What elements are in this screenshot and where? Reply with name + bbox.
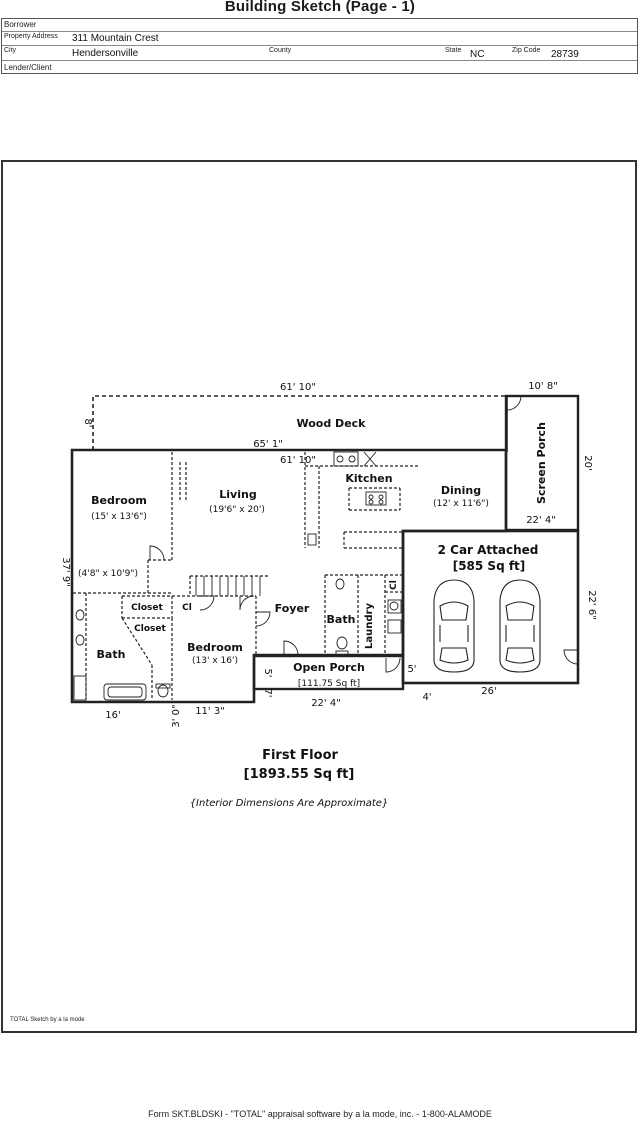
label-garage-line2: [585 Sq ft]: [453, 559, 526, 573]
address-row: Property Address 311 Mountain Crest: [2, 31, 637, 46]
dim-garage-left-5: 5': [407, 664, 416, 675]
label-closet-upper: Closet: [131, 603, 163, 613]
sketch-software-credit: TOTAL Sketch by a la mode: [10, 1017, 85, 1023]
label-living: Living: [219, 488, 256, 501]
dim-porch-left-7: 7': [262, 688, 273, 697]
label-dining: Dining: [441, 484, 481, 497]
borrower-label: Borrower: [4, 20, 37, 29]
dim-garage-right: 22' 6": [586, 590, 597, 620]
floor-area: [1893.55 Sq ft]: [244, 767, 355, 782]
city-value: Hendersonville: [72, 48, 139, 59]
address-label: Property Address: [4, 33, 58, 40]
dim-porch-left-5: 5': [262, 668, 273, 677]
label-bedroom-1-dim: (15' x 13'6"): [91, 512, 147, 522]
dim-inner-61: 61' 10": [280, 455, 316, 466]
label-bedroom-2: Bedroom: [187, 641, 243, 654]
zip-value: 28739: [551, 49, 579, 60]
interior-dim-note: {Interior Dimensions Are Approximate}: [190, 798, 389, 809]
dim-deck-left: 8': [82, 418, 93, 427]
label-bath-left: Bath: [97, 648, 126, 661]
dim-inner-65: 65' 1": [253, 439, 283, 450]
floor-label: First Floor: [262, 748, 338, 763]
label-foyer: Foyer: [275, 602, 310, 615]
stairs: [195, 576, 261, 596]
state-label: State: [445, 47, 462, 54]
dim-garage-step: 4': [422, 692, 431, 703]
label-wood-deck: Wood Deck: [297, 417, 367, 430]
label-open-porch: Open Porch: [293, 661, 365, 674]
dim-porch-top: 10' 8": [528, 381, 558, 392]
dim-bottom-113: 11' 3": [195, 706, 225, 717]
dim-bottom-3: 3' 0": [171, 704, 182, 727]
fixtures: [73, 451, 402, 701]
label-bath-center: Bath: [327, 613, 356, 626]
label-cl-upper: Cl: [182, 603, 192, 613]
lender-row: Lender/Client: [2, 60, 637, 74]
wood-deck-outline: [92, 395, 507, 450]
form-footer: Form SKT.BLDSKI - "TOTAL" appraisal soft…: [148, 1109, 492, 1119]
dim-garage-bottom: 26': [481, 686, 496, 697]
label-kitchen: Kitchen: [345, 472, 392, 485]
property-info-header: Borrower Property Address 311 Mountain C…: [1, 18, 638, 74]
label-garage-line1: 2 Car Attached: [438, 543, 539, 557]
open-porch-outline: [252, 654, 405, 691]
dim-bottom-16: 16': [105, 710, 120, 721]
sketch-frame: [1, 160, 637, 1033]
dim-left-side: 37' 9": [60, 557, 71, 587]
label-small-dim: (4'8" x 10'9"): [78, 569, 138, 579]
page-title: Building Sketch (Page - 1): [224, 0, 416, 15]
borrower-row: Borrower: [2, 19, 637, 32]
label-cl-laundry: Cl: [389, 580, 399, 590]
zip-label: Zip Code: [512, 47, 541, 54]
label-bedroom-2-dim: (13' x 16'): [192, 656, 238, 666]
label-dining-dim: (12' x 11'6"): [433, 499, 489, 509]
address-value: 311 Mountain Crest: [72, 33, 159, 44]
dim-porch-bottom: 22' 4": [526, 515, 556, 526]
state-value: NC: [470, 49, 485, 60]
door-swings: [149, 395, 579, 673]
dim-porch-bottom-22: 22' 4": [311, 698, 341, 709]
dim-porch-right: 20': [582, 455, 593, 470]
car-icons: [433, 579, 541, 673]
county-label: County: [269, 47, 292, 54]
city-label: City: [4, 47, 17, 54]
label-open-porch-area: [111.75 Sq ft]: [298, 679, 360, 689]
garage-outline: [401, 529, 580, 685]
lender-label: Lender/Client: [4, 63, 52, 72]
label-living-dim: (19'6" x 20'): [209, 505, 265, 515]
label-laundry: Laundry: [364, 603, 375, 649]
label-bedroom-1: Bedroom: [91, 494, 147, 507]
label-screen-porch: Screen Porch: [535, 422, 548, 504]
dim-deck-top: 61' 10": [280, 382, 316, 393]
label-closet-lower: Closet: [134, 624, 166, 634]
city-row: City Hendersonville County State NC Zip …: [2, 45, 637, 61]
